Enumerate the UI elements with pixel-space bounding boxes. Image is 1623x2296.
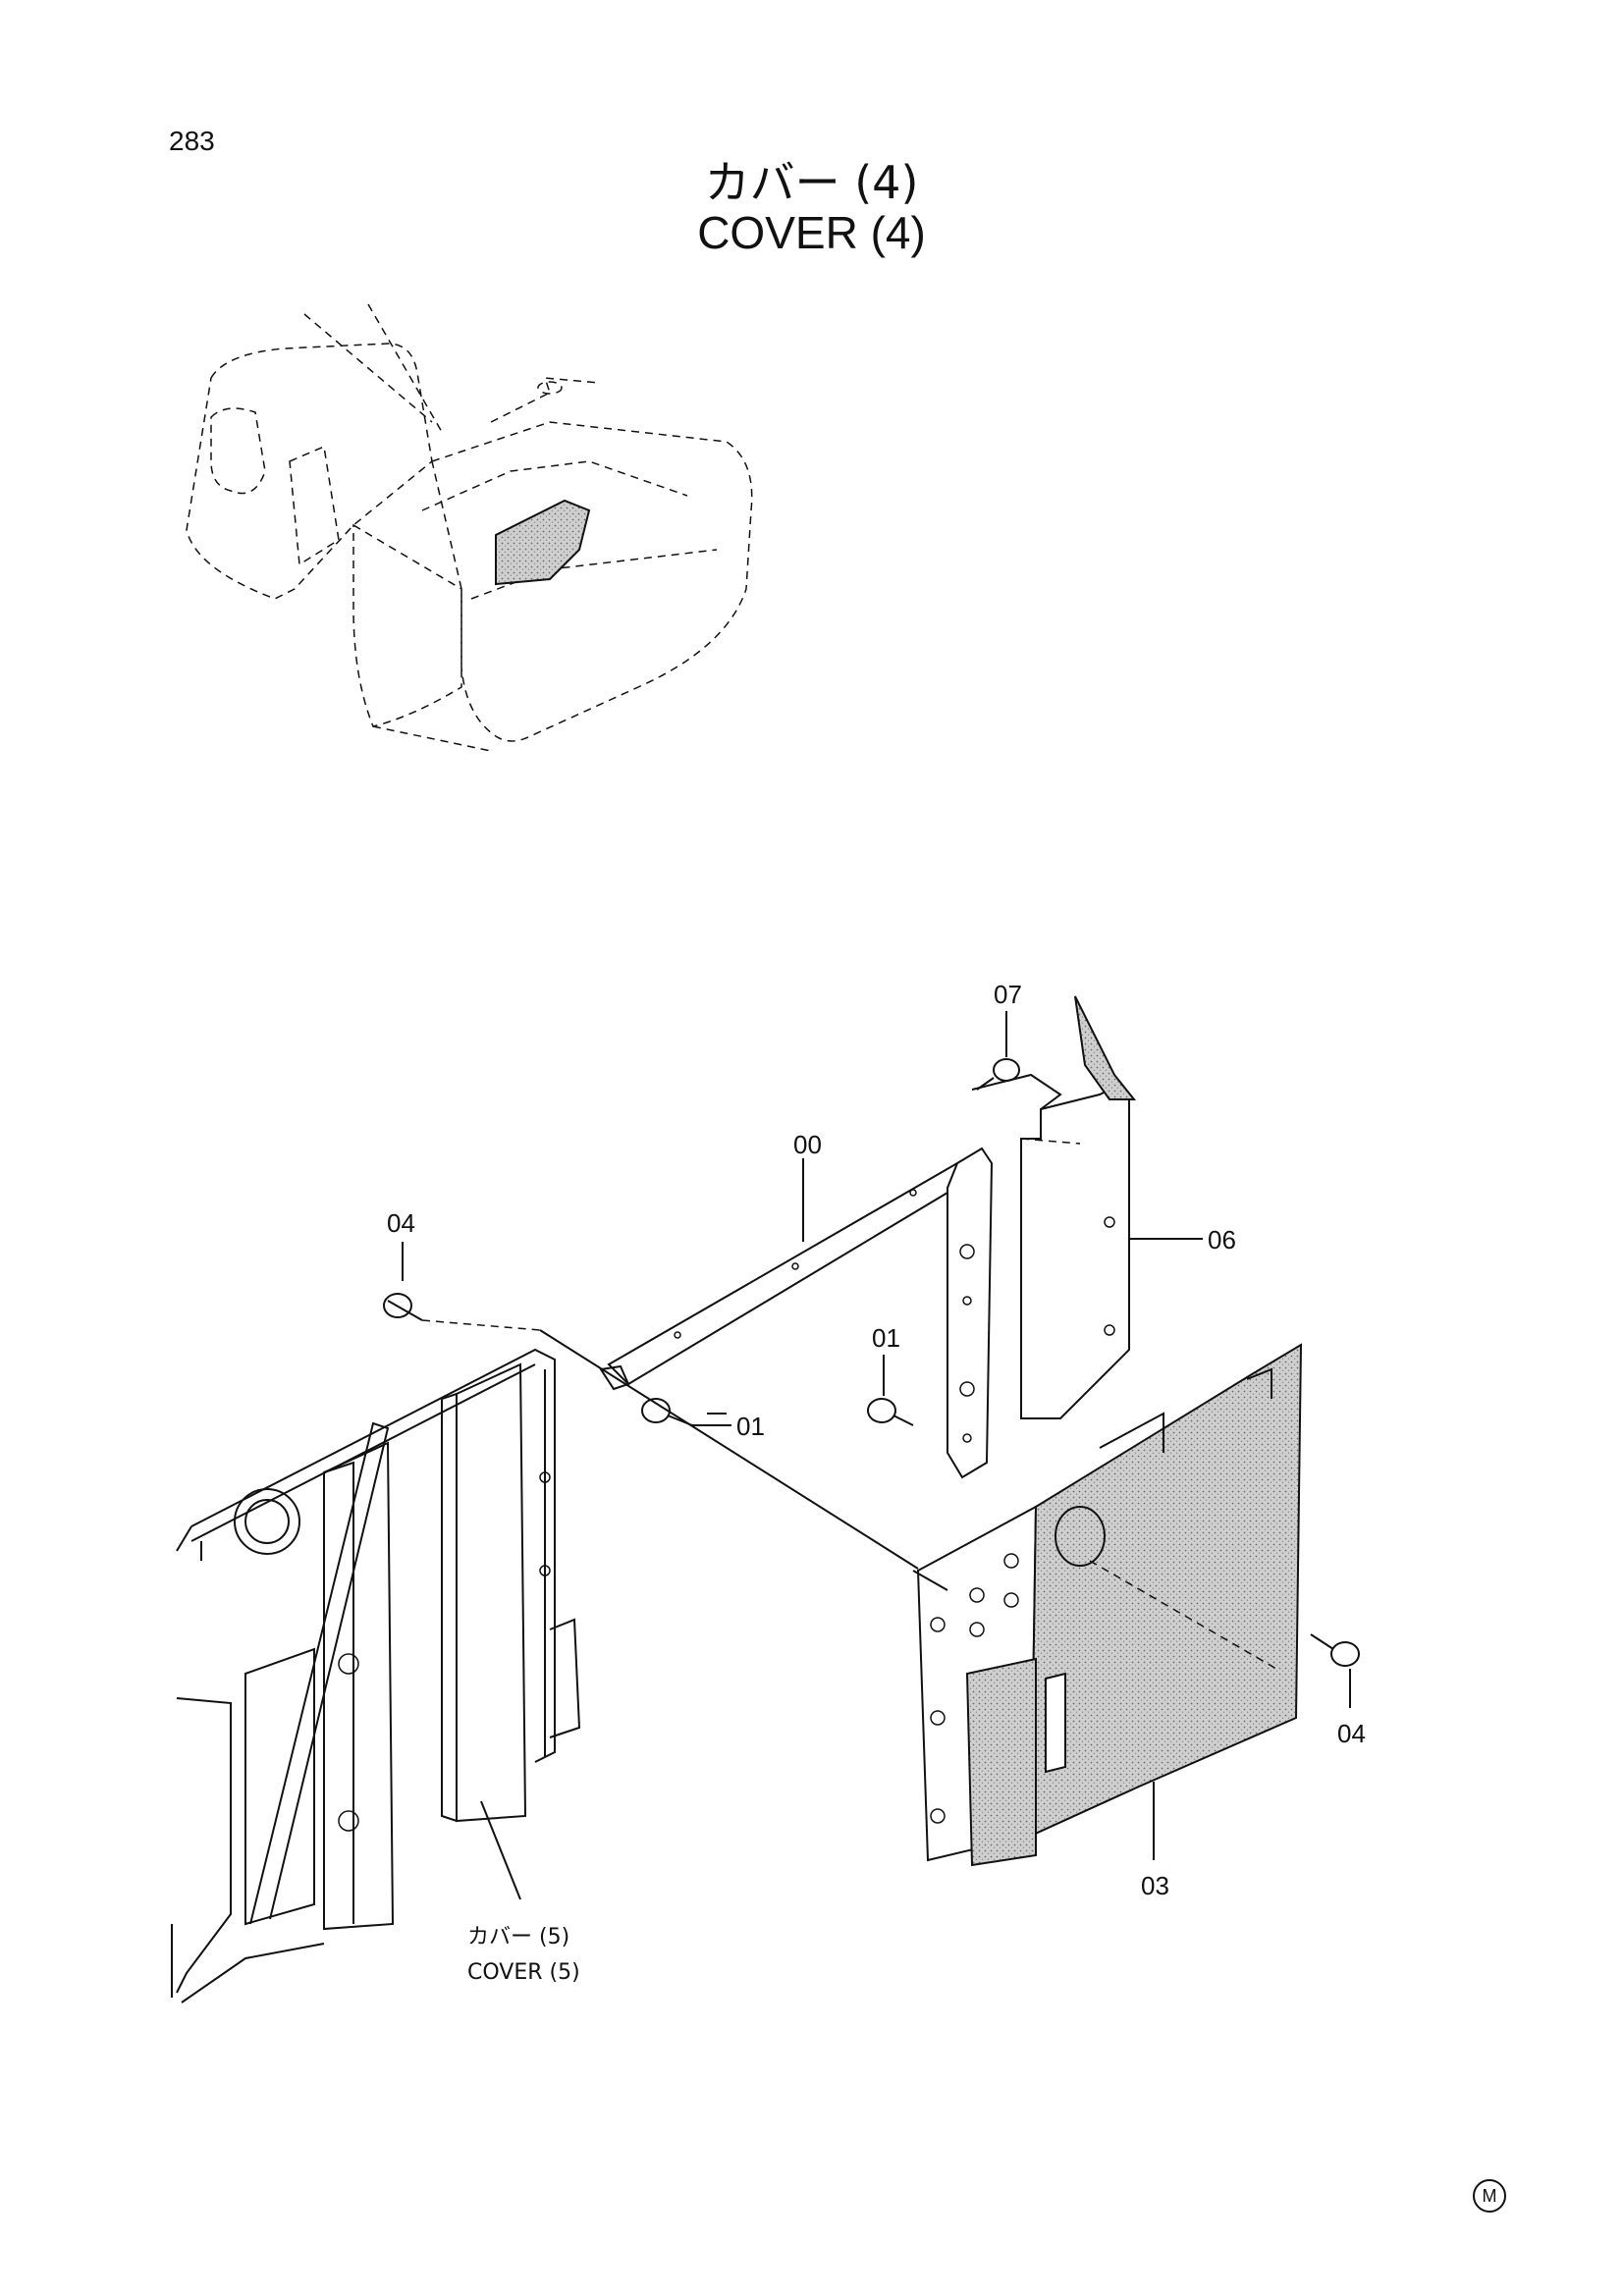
page-number: 283: [169, 126, 215, 156]
bolt-04-right: [1310, 1633, 1360, 1708]
callout-part-03: 03: [1141, 1871, 1169, 1900]
frame-assembly: [171, 1348, 581, 2003]
cover-06: [971, 995, 1203, 1419]
bolt-01-right: [867, 1355, 914, 1426]
excavator-overview: [186, 303, 753, 752]
reference-label-japanese: カバー (5): [467, 1925, 569, 1949]
callout-part-00: 00: [793, 1130, 822, 1159]
callout-part-01-right: 01: [872, 1323, 900, 1353]
reference-label-english: COVER (5): [467, 1960, 580, 1985]
cover-03: [916, 1343, 1303, 1867]
corner-mark: M: [1473, 2179, 1506, 2213]
callout-part-04-right: 04: [1337, 1719, 1366, 1748]
highlighted-cover: [495, 499, 591, 586]
callout-part-04-left: 04: [387, 1208, 415, 1238]
bolt-04-left: [383, 1242, 423, 1321]
page-title-japanese: カバー (4): [704, 156, 919, 209]
callout-part-01-center: 01: [736, 1412, 765, 1441]
callout-part-07: 07: [994, 980, 1022, 1009]
page-title-english: COVER (4): [697, 207, 926, 258]
bracket-00: [599, 1147, 994, 1479]
bolt-07: [976, 1011, 1020, 1091]
callout-part-06: 06: [1208, 1225, 1236, 1255]
